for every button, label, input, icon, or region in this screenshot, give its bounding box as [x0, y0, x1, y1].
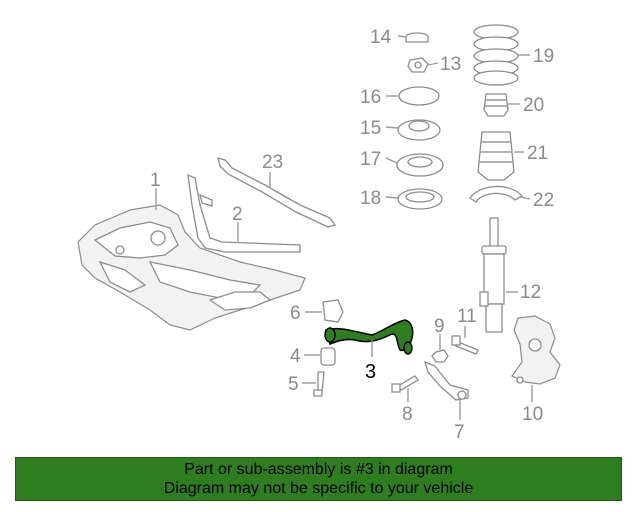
callout-23: 23	[262, 152, 283, 173]
callout-9: 9	[434, 316, 445, 337]
bolt-part-11	[451, 335, 479, 355]
callout-1: 1	[150, 170, 161, 191]
callout-10: 10	[522, 404, 543, 425]
strut-part	[479, 217, 507, 333]
callout-11: 11	[457, 306, 477, 327]
bolt-part-8	[391, 375, 419, 393]
callout-21: 21	[527, 143, 548, 164]
part-info-banner: Part or sub-assembly is #3 in diagram Di…	[15, 457, 622, 501]
callout-17: 17	[360, 149, 381, 170]
callout-12: 12	[520, 282, 541, 303]
nut-part-9	[431, 349, 449, 363]
callout-16: 16	[360, 87, 381, 108]
callout-5: 5	[288, 374, 299, 395]
caption-line-2: Diagram may not be specific to your vehi…	[163, 480, 474, 497]
callout-3: 3	[365, 361, 376, 383]
callout-22: 22	[533, 190, 554, 211]
control-arm-part-highlighted	[324, 319, 414, 355]
bushing-part	[320, 347, 336, 366]
callout-6: 6	[290, 303, 301, 324]
bump-stop-part	[483, 93, 509, 117]
spring-seat-part	[469, 185, 524, 203]
parts-diagram: 1 2 3 4 5 6 7 8 9 10 11 12 13 14 15 16 1…	[77, 24, 561, 443]
callout-14: 14	[370, 27, 392, 48]
lower-arm-part	[423, 360, 469, 401]
callout-2: 2	[232, 204, 243, 225]
caption-line-1: Part or sub-assembly is #3 in diagram	[184, 461, 453, 478]
callout-20: 20	[523, 95, 544, 116]
bearing-part	[396, 153, 444, 177]
bracket-part	[322, 299, 344, 323]
coil-spring-part	[473, 24, 519, 86]
callout-7: 7	[454, 422, 465, 443]
nut-part-13	[407, 57, 429, 73]
callout-8: 8	[402, 404, 413, 425]
strut-mount-part	[397, 119, 441, 141]
callout-15: 15	[360, 118, 381, 139]
callout-19: 19	[533, 46, 554, 67]
isolator-part	[397, 188, 443, 210]
cap-part	[405, 32, 429, 43]
callout-4: 4	[290, 346, 301, 367]
brace-part	[187, 173, 301, 253]
leader-lines	[155, 35, 533, 420]
gasket-part	[398, 86, 440, 106]
bolt-part-5	[313, 371, 325, 397]
callout-13: 13	[440, 54, 461, 75]
knuckle-part	[511, 315, 561, 385]
strut-brace-part	[217, 157, 337, 228]
callout-18: 18	[360, 188, 381, 209]
dust-boot-part	[477, 131, 515, 181]
subframe-part	[77, 204, 306, 331]
